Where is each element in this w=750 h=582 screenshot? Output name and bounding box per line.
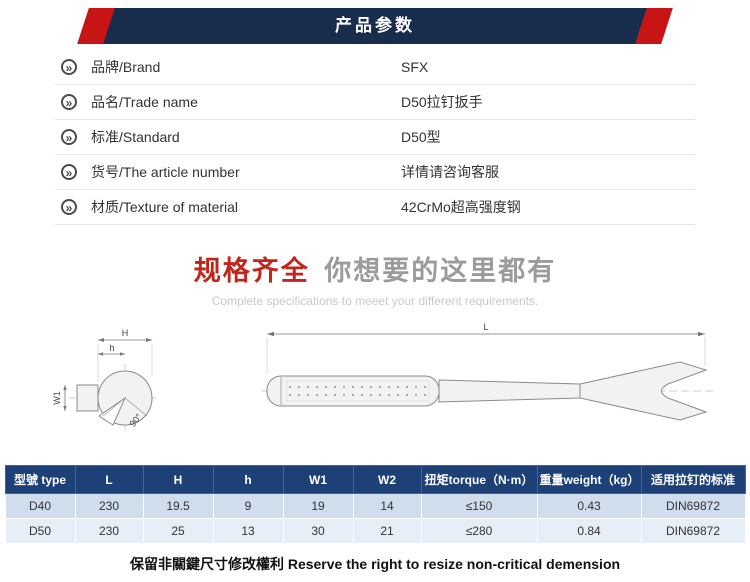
spec-cell: 13 (212, 518, 284, 544)
param-row-material: » 材质/Texture of material 42CrMo超高强度钢 (55, 190, 695, 225)
spec-cell: 30 (282, 518, 354, 544)
spec-header-cell: h (212, 465, 284, 494)
spec-header-cell: H (142, 465, 214, 494)
param-label: 品牌/Brand (91, 59, 161, 75)
spec-cell: 230 (74, 518, 144, 544)
spec-cell: D40 (4, 493, 76, 519)
wrench-side-view (261, 331, 713, 421)
chevron-bullet-icon: » (61, 94, 77, 110)
chevron-bullet-icon: » (61, 129, 77, 145)
param-row-trade-name: » 品名/Trade name D50拉钉扳手 (55, 85, 695, 120)
headline-red-text: 规格齐全 (193, 256, 310, 286)
spec-row-d50: D50 230 25 13 30 21 ≤280 0.84 DIN69872 (4, 518, 746, 544)
spec-cell: 19.5 (142, 493, 214, 519)
spec-cell: 9 (212, 493, 284, 519)
technical-drawing: H h W1 90° L (52, 322, 713, 432)
param-value: D50拉钉扳手 (401, 94, 483, 110)
headline-gray-text: 你想要的这里都有 (324, 256, 557, 286)
banner-title: 产品参数 (335, 16, 415, 35)
param-label: 品名/Trade name (91, 94, 198, 110)
spec-cell: DIN69872 (640, 493, 746, 519)
param-value: 42CrMo超高强度钢 (401, 199, 521, 215)
dim-label-W1: W1 (52, 391, 62, 405)
spec-cell: DIN69872 (640, 518, 746, 544)
spec-cell: 14 (352, 493, 422, 519)
spec-header-cell: L (74, 465, 144, 494)
spec-cell: 19 (282, 493, 354, 519)
spec-cell: 0.43 (536, 493, 642, 519)
dim-label-L: L (483, 322, 488, 332)
spec-header-cell: 适用拉钉的标准 (640, 465, 746, 494)
spec-cell: 21 (352, 518, 422, 544)
param-label: 标准/Standard (91, 129, 180, 145)
dim-label-H: H (122, 328, 129, 338)
spec-header-cell: W2 (352, 465, 422, 494)
footer-note: 保留非關鍵尺寸修改權利 Reserve the right to resize … (129, 556, 621, 572)
dim-label-h: h (109, 343, 114, 353)
spec-cell: D50 (4, 518, 76, 544)
spec-header-row: 型號 type L H h W1 W2 扭矩torque（N·m） 重量weig… (4, 465, 746, 494)
spec-header-cell: 扭矩torque（N·m） (420, 465, 538, 494)
param-value: D50型 (401, 129, 441, 145)
param-label: 材质/Texture of material (91, 199, 239, 215)
param-list: » 品牌/Brand SFX » 品名/Trade name D50拉钉扳手 »… (55, 50, 695, 225)
param-value: SFX (401, 59, 429, 75)
technical-drawing-section: H h W1 90° L (0, 320, 750, 455)
spec-cell: ≤150 (420, 493, 538, 519)
chevron-bullet-icon: » (61, 59, 77, 75)
spec-cell: ≤280 (420, 518, 538, 544)
param-row-standard: » 标准/Standard D50型 (55, 120, 695, 155)
chevron-bullet-icon: » (61, 164, 77, 180)
param-row-brand: » 品牌/Brand SFX (55, 50, 695, 85)
spec-cell: 25 (142, 518, 214, 544)
product-spec-page: 产品参数 » 品牌/Brand SFX » 品名/Trade name D50拉… (0, 8, 750, 574)
spec-cell: 0.84 (536, 518, 642, 544)
spec-header-cell: 型號 type (4, 465, 76, 494)
param-label: 货号/The article number (91, 164, 240, 180)
headline-subtitle: Complete specifications to meeet your di… (211, 294, 539, 308)
spec-table: 型號 type L H h W1 W2 扭矩torque（N·m） 重量weig… (4, 465, 746, 544)
param-row-article-number: » 货号/The article number 详情请咨询客服 (55, 155, 695, 190)
chevron-bullet-icon: » (61, 199, 77, 215)
spec-header-cell: W1 (282, 465, 354, 494)
wrench-head-view (63, 338, 159, 432)
spec-row-d40: D40 230 19.5 9 19 14 ≤150 0.43 DIN69872 (4, 493, 746, 519)
headline: 规格齐全 你想要的这里都有 (0, 249, 750, 288)
param-value: 详情请咨询客服 (401, 164, 499, 180)
spec-header-cell: 重量weight（kg） (536, 465, 642, 494)
spec-cell: 230 (74, 493, 144, 519)
banner: 产品参数 (77, 8, 673, 44)
